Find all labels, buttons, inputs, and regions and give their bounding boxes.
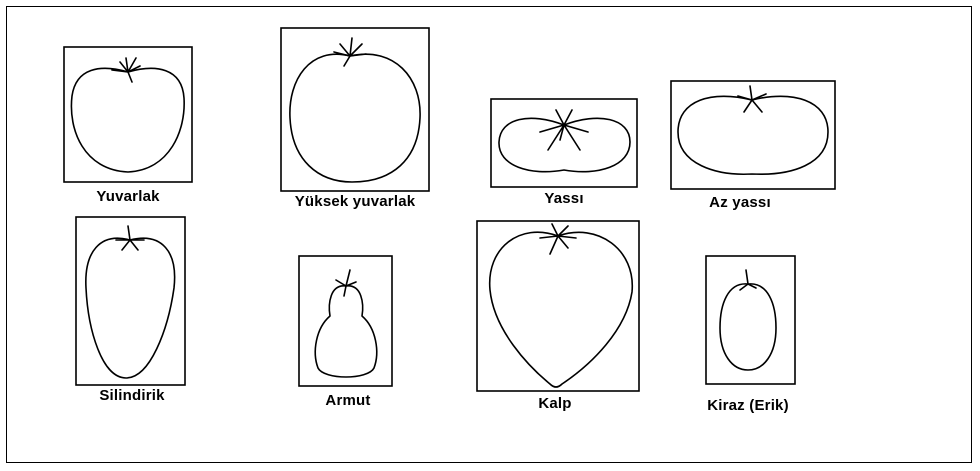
box-silindirik: [76, 217, 185, 385]
box-yassi: [491, 99, 637, 187]
fruit-kiraz-erik: [720, 284, 776, 370]
fruit-armut: [315, 286, 376, 377]
label-yassi: Yassı: [544, 190, 583, 207]
label-yuvarlak: Yuvarlak: [96, 188, 159, 205]
box-kiraz-erik: [706, 256, 795, 384]
shape-silindirik: [76, 217, 185, 385]
fruit-silindirik: [86, 238, 175, 378]
fruit-kalp: [490, 232, 633, 387]
label-armut: Armut: [325, 392, 370, 409]
stem-az-yassi: [738, 86, 766, 112]
stem-yassi: [540, 110, 588, 150]
label-kiraz-erik: Kiraz (Erik): [707, 397, 789, 414]
shape-yuvarlak: [64, 47, 192, 182]
stem-kiraz-erik: [740, 270, 756, 290]
stem-kalp: [540, 224, 576, 254]
stem-armut: [336, 270, 356, 296]
shape-kalp: [477, 221, 639, 391]
shape-yuksek-yuvarlak: [281, 28, 429, 191]
label-az-yassi: Az yassı: [709, 194, 771, 211]
box-armut: [299, 256, 392, 386]
shape-yassi: [491, 99, 637, 187]
shape-az-yassi: [671, 81, 835, 189]
fruit-yuksek-yuvarlak: [290, 54, 420, 182]
fruit-yuvarlak: [71, 68, 184, 172]
box-az-yassi: [671, 81, 835, 189]
label-yuksek-yuvarlak: Yüksek yuvarlak: [295, 193, 416, 210]
shape-armut: [299, 256, 392, 386]
shape-kiraz-erik: [706, 256, 795, 384]
label-kalp: Kalp: [538, 395, 571, 412]
fruit-az-yassi: [678, 96, 828, 174]
stem-yuksek-yuvarlak: [334, 38, 366, 66]
label-silindirik: Silindirik: [99, 387, 164, 404]
box-yuksek-yuvarlak: [281, 28, 429, 191]
